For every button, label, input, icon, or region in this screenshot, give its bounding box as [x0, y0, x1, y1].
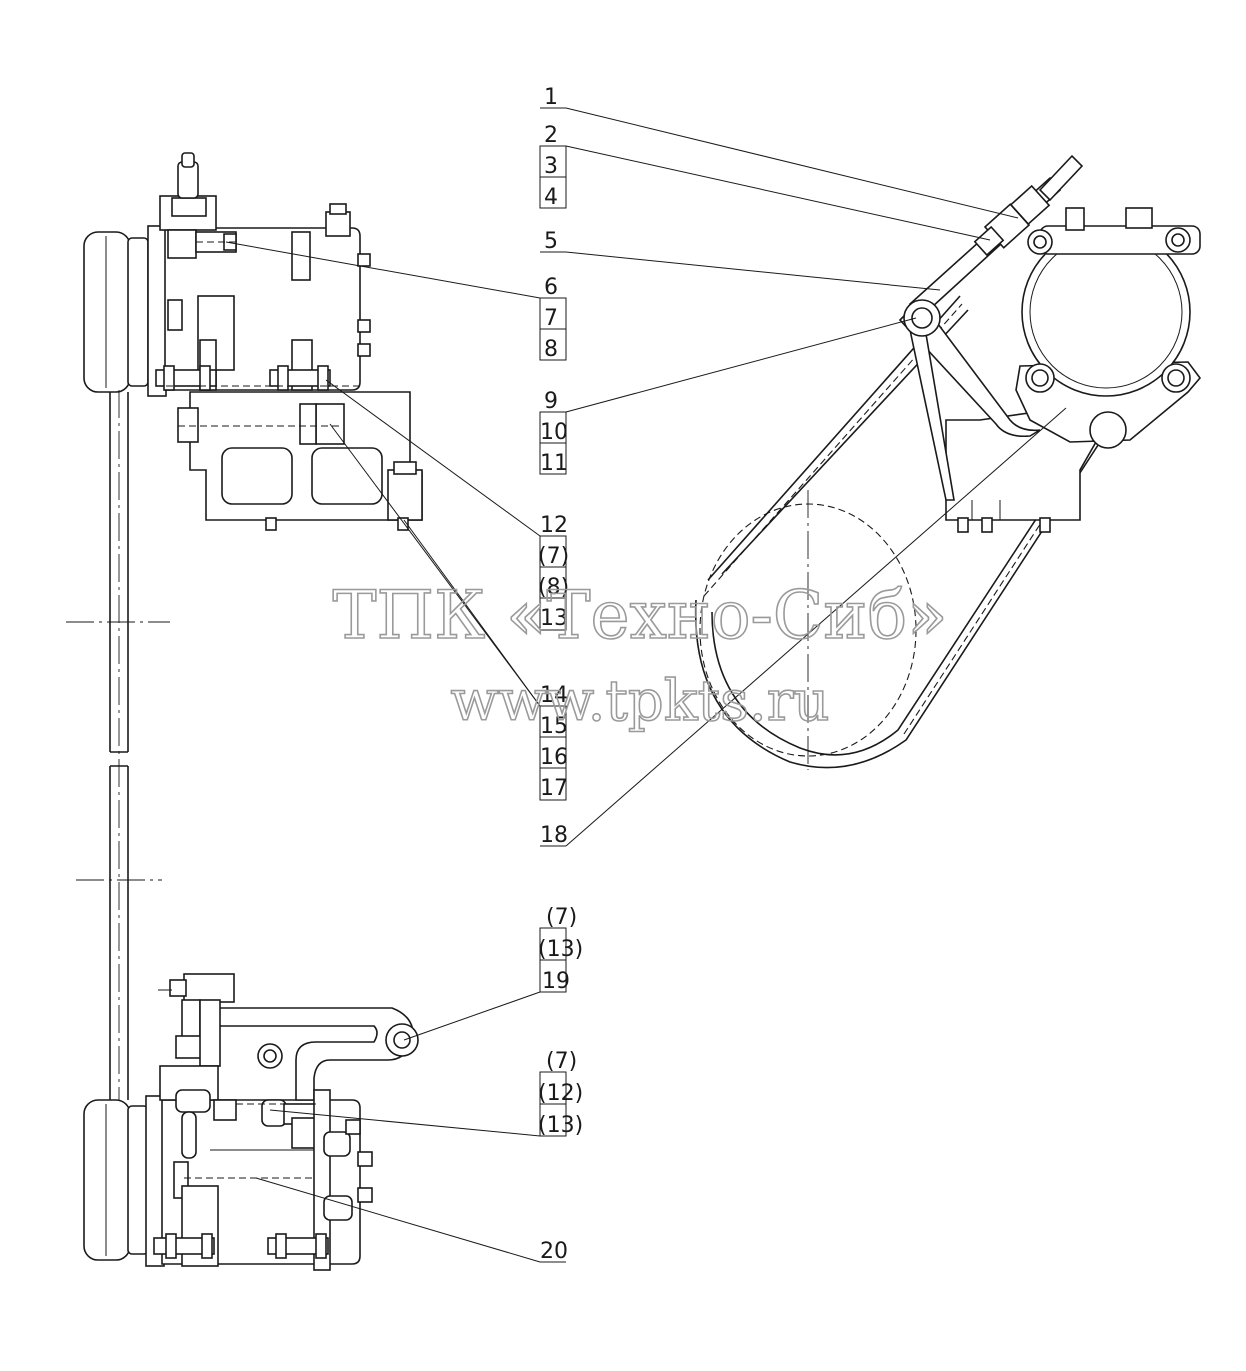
callout-20: 20 — [540, 1239, 568, 1264]
callout-8: 8 — [544, 337, 558, 362]
callout-11: 11 — [540, 451, 568, 476]
side-view-top — [66, 152, 423, 1110]
callout-6: 6 — [544, 275, 558, 300]
callout-18: 18 — [540, 823, 568, 848]
callout-1: 1 — [544, 85, 558, 110]
callout-20-ref-7: (7) — [546, 1049, 577, 1074]
callout-19: 19 — [542, 969, 570, 994]
callout-20-ref-12: (12) — [538, 1081, 583, 1106]
callout-13: 13 — [540, 606, 568, 631]
callout-19-ref-7: (7) — [546, 905, 577, 930]
callout-15: 15 — [540, 714, 568, 739]
callout-labels: 1 2 3 4 5 6 7 8 9 10 11 12 (7) (8) 13 14… — [538, 85, 583, 1264]
callout-2: 2 — [544, 123, 558, 148]
callout-12: 12 — [540, 513, 568, 538]
callout-14: 14 — [540, 683, 568, 708]
callout-16: 16 — [540, 745, 568, 770]
callout-12-ref-7: (7) — [538, 544, 569, 569]
side-view-bottom — [83, 973, 419, 1271]
callout-4: 4 — [544, 185, 558, 210]
callout-12-ref-8: (8) — [538, 575, 569, 600]
watermark: ТПК «Техно-Сиб» www.tpkts.ru — [332, 576, 949, 735]
callout-7: 7 — [544, 306, 558, 331]
callout-17: 17 — [540, 776, 568, 801]
callout-10: 10 — [540, 420, 568, 445]
watermark-url: www.tpkts.ru — [450, 669, 829, 734]
callout-19-ref-13: (13) — [538, 937, 583, 962]
front-view — [694, 154, 1202, 770]
watermark-company: ТПК «Техно-Сиб» — [333, 577, 948, 654]
callout-3: 3 — [544, 154, 558, 179]
callout-20-ref-13: (13) — [538, 1113, 583, 1138]
callout-5: 5 — [544, 229, 558, 254]
callout-9: 9 — [544, 389, 558, 414]
leader-lines — [225, 107, 1067, 1263]
